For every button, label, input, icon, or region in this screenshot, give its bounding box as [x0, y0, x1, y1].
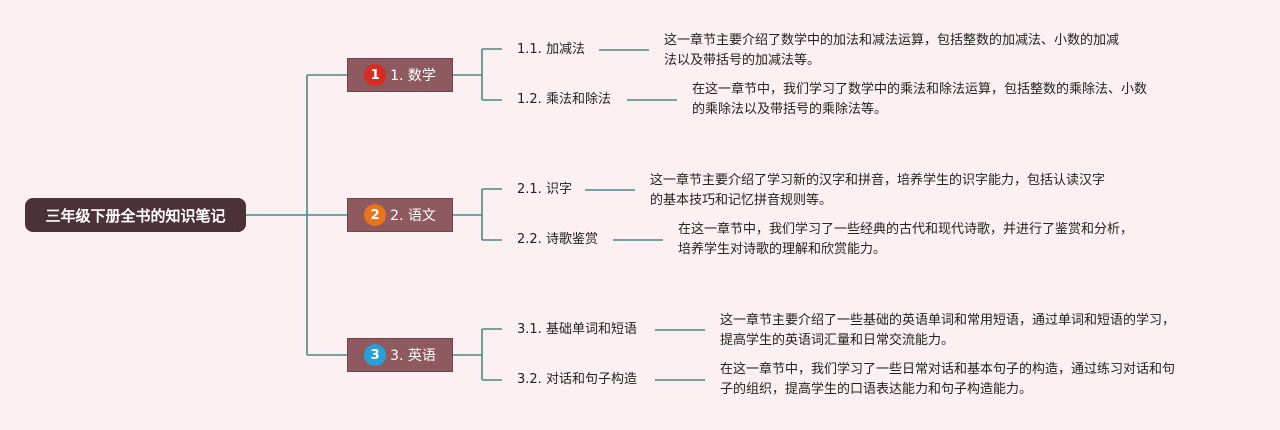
- branch-title: 2. 语文: [390, 208, 436, 224]
- branch-title: 3. 英语: [390, 348, 436, 364]
- leaf-node-2-1[interactable]: 2.1. 识字: [517, 182, 572, 197]
- description-line: 法以及带括号的加减法等。: [664, 53, 821, 68]
- description-line: 的基本技巧和记忆拼音规则等。: [650, 193, 833, 208]
- leaf-node-1-2[interactable]: 1.2. 乘法和除法: [517, 92, 611, 107]
- branch-node-chinese[interactable]: 2 2. 语文: [347, 198, 453, 232]
- priority-2-icon: 2: [364, 204, 387, 226]
- leaf-node-1-1[interactable]: 1.1. 加减法: [517, 42, 585, 57]
- root-title: 三年级下册全书的知识笔记: [45, 206, 226, 225]
- description-line: 在这一章节中，我们学习了一些经典的古代和现代诗歌，并进行了鉴赏和分析，: [678, 222, 1134, 237]
- connector-branch-2: [453, 188, 502, 241]
- leaf-node-3-2[interactable]: 3.2. 对话和句子构造: [517, 372, 637, 387]
- branch-node-math[interactable]: 1 1. 数学: [347, 58, 453, 92]
- connector-branch-1: [453, 48, 502, 101]
- description-line: 这一章节主要介绍了数学中的加法和减法运算，包括整数的加减法、小数的加减: [664, 33, 1120, 48]
- description-line: 子的组织，提高学生的口语表达能力和句子构造能力。: [720, 382, 1033, 397]
- leaf-node-3-1[interactable]: 3.1. 基础单词和短语: [517, 322, 637, 337]
- connector-root-trunk: [246, 74, 347, 356]
- leaf-description-1-2: 在这一章节中，我们学习了数学中的乘法和除法运算，包括整数的乘除法、小数 的乘除法…: [692, 80, 1147, 120]
- priority-1-icon: 1: [364, 64, 387, 86]
- description-line: 这一章节主要介绍了学习新的汉字和拼音，培养学生的识字能力，包括认读汉字: [650, 173, 1106, 188]
- branch-title: 1. 数学: [390, 68, 436, 84]
- leaf-description-2-2: 在这一章节中，我们学习了一些经典的古代和现代诗歌，并进行了鉴赏和分析， 培养学生…: [678, 220, 1133, 260]
- priority-3-icon: 3: [364, 344, 387, 366]
- description-line: 培养学生对诗歌的理解和欣赏能力。: [678, 242, 887, 257]
- description-line: 这一章节主要介绍了一些基础的英语单词和常用短语，通过单词和短语的学习，: [720, 313, 1176, 328]
- leaf-description-3-1: 这一章节主要介绍了一些基础的英语单词和常用短语，通过单词和短语的学习， 提高学生…: [720, 311, 1175, 351]
- root-node[interactable]: 三年级下册全书的知识笔记: [25, 198, 246, 232]
- description-line: 在这一章节中，我们学习了一些日常对话和基本句子的构造，通过练习对话和句: [720, 362, 1176, 377]
- connector-branch-3: [453, 328, 502, 381]
- leaf-description-1-1: 这一章节主要介绍了数学中的加法和减法运算，包括整数的加减法、小数的加减 法以及带…: [664, 31, 1119, 71]
- description-line: 的乘除法以及带括号的乘除法等。: [692, 102, 888, 117]
- leaf-node-2-2[interactable]: 2.2. 诗歌鉴赏: [517, 232, 598, 247]
- description-line: 提高学生的英语词汇量和日常交流能力。: [720, 333, 955, 348]
- leaf-description-3-2: 在这一章节中，我们学习了一些日常对话和基本句子的构造，通过练习对话和句 子的组织…: [720, 360, 1175, 400]
- leaf-description-2-1: 这一章节主要介绍了学习新的汉字和拼音，培养学生的识字能力，包括认读汉字 的基本技…: [650, 171, 1105, 211]
- branch-node-english[interactable]: 3 3. 英语: [347, 338, 453, 372]
- description-line: 在这一章节中，我们学习了数学中的乘法和除法运算，包括整数的乘除法、小数: [692, 82, 1148, 97]
